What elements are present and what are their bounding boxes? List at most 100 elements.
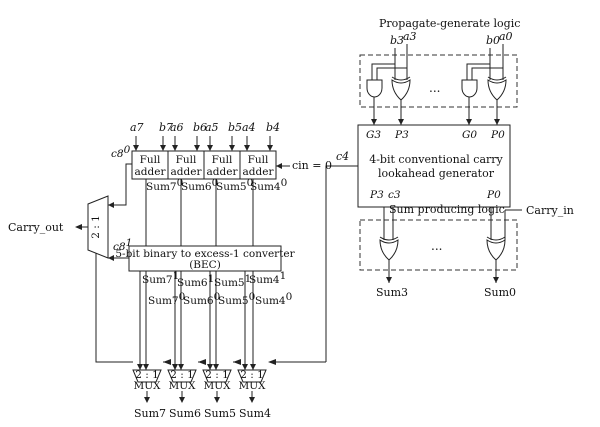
c8-zero-label: c80 [111,144,131,160]
pg-xor-feed-3 [394,64,408,80]
full-adder-6: Full adder [167,150,205,180]
c8-zero-wire [117,163,132,206]
cla-title-line2: lookahead generator [378,167,495,180]
sum-producing-title: Sum producing logic [389,203,505,216]
cla-out-P3-label: P3 [369,189,384,201]
svg-text:adder: adder [171,166,203,178]
cla-P0-label: P0 [490,129,505,141]
bec-output-wires [139,271,246,370]
input-b4-label: b4 [266,121,280,134]
bec-sum7-label: Sum71 [142,270,179,286]
cla-G3-label: G3 [366,129,381,141]
rca-sum4-label: Sum40 [250,177,287,193]
input-a5-label: a5 [205,121,219,134]
pg-and-feed-3 [371,63,407,80]
output-sum6-label: Sum6 [169,407,201,420]
mux-sum5-label2: MUX [203,380,231,392]
rca-sum-wires [145,179,254,370]
cin-arrow [276,163,282,169]
mux-sum7: 2 : 1 MUX [132,369,162,383]
rca-input-arrows [133,145,273,151]
carry-select-feedback-wire [95,228,133,363]
xor-sum-gate-3 [379,236,399,261]
mux-sum5: 2 : 1 [202,369,232,383]
rca-inputs: a7 b7 a6 b6 a5 b5 a4 b4 [130,121,280,134]
mux-input-arrows [137,364,256,370]
bec-sum5-label: Sum51 [214,273,251,289]
svg-text:adder: adder [243,166,275,178]
and-gate-3 [366,79,383,98]
input-b5-label: b5 [228,121,242,134]
mux-output-arrows [144,397,255,403]
xor-gate-0 [487,76,507,101]
svg-text:adder: adder [135,166,167,178]
input-a4-label: a4 [242,121,256,134]
cla-G0-label: G0 [462,129,477,141]
output-sum7-label: Sum7 [134,407,166,420]
pg-xor-feed-0 [489,64,504,80]
cla-P3-label: P3 [394,129,409,141]
svg-text:2 : 1: 2 : 1 [240,369,264,381]
svg-text:adder: adder [207,166,239,178]
bec-label-2: (BEC) [189,259,221,271]
rca-sum7-pass-label: Sum70 [148,291,185,307]
input-a6-label: a6 [170,121,184,134]
sum-output-arrows [386,277,499,283]
svg-text:2 : 1: 2 : 1 [170,369,194,381]
and-gate-0 [461,79,478,98]
input-b0-label: b0 [486,34,500,47]
full-adder-4: Full adder [239,150,277,180]
c4-label: c4 [336,150,349,163]
sum3-label: Sum3 [376,286,408,299]
mux-sum6-label2: MUX [168,380,196,392]
bec-sum6-label: Sum61 [177,273,214,289]
rca-sum7-label: Sum70 [146,177,183,193]
sum-ellipsis: ... [431,239,442,253]
pg-and-feed-0 [466,63,503,80]
xor-sum-gate-0 [486,236,506,261]
rca-input-wires [135,136,271,150]
cla-generator-box [357,124,511,208]
rca-sum6-label: Sum60 [181,177,218,193]
mux-sum4-label2: MUX [238,380,266,392]
sum-output-wires [388,260,497,283]
mux-sum6: 2 : 1 [167,369,197,383]
input-b7-label: b7 [159,121,173,134]
rca-sum4-pass-label: Sum40 [255,291,292,307]
full-adder-7: Full adder [131,150,169,180]
svg-text:Full: Full [248,154,269,166]
full-adder-5: Full adder [203,150,241,180]
carry-in-wire [504,209,522,240]
input-b3-label: b3 [390,34,404,47]
svg-text:Full: Full [140,154,161,166]
bec-label: 5-bit binary to excess-1 converter [115,248,295,260]
cla-title-line1: 4-bit conventional carry [369,153,503,166]
cin-label: cin = 0 [292,159,332,172]
carry-out-arrow [75,224,82,230]
input-b6-label: b6 [193,121,207,134]
mux-output-wires [146,391,253,402]
cla-output-wires [383,207,492,240]
xor-gate-3 [391,76,411,101]
output-sum4-label: Sum4 [239,407,271,420]
mux-sum7-label2: MUX [133,380,161,392]
svg-text:2 : 1: 2 : 1 [205,369,229,381]
pg-output-wires [373,97,498,125]
cla-out-P0-label: P0 [486,189,501,201]
sum-producing-box [359,219,518,271]
pg-ellipsis: ... [429,81,440,95]
cla-out-c3-label: c3 [388,189,401,201]
input-a7-label: a7 [130,121,144,134]
bec-sum4-label: Sum41 [249,270,286,286]
propagate-generate-title: Propagate-generate logic [379,17,520,30]
input-a3-label: a3 [403,30,417,43]
svg-text:2 : 1: 2 : 1 [135,369,159,381]
c8-one-label: c81 [113,237,132,253]
svg-text:Full: Full [212,154,233,166]
rca-sum5-pass-label: Sum50 [218,291,255,307]
rca-sum6-pass-label: Sum60 [183,291,220,307]
c4-wire [325,165,358,362]
carry-out-label: Carry_out [8,221,64,234]
rca-sum5-label: Sum50 [216,177,253,193]
